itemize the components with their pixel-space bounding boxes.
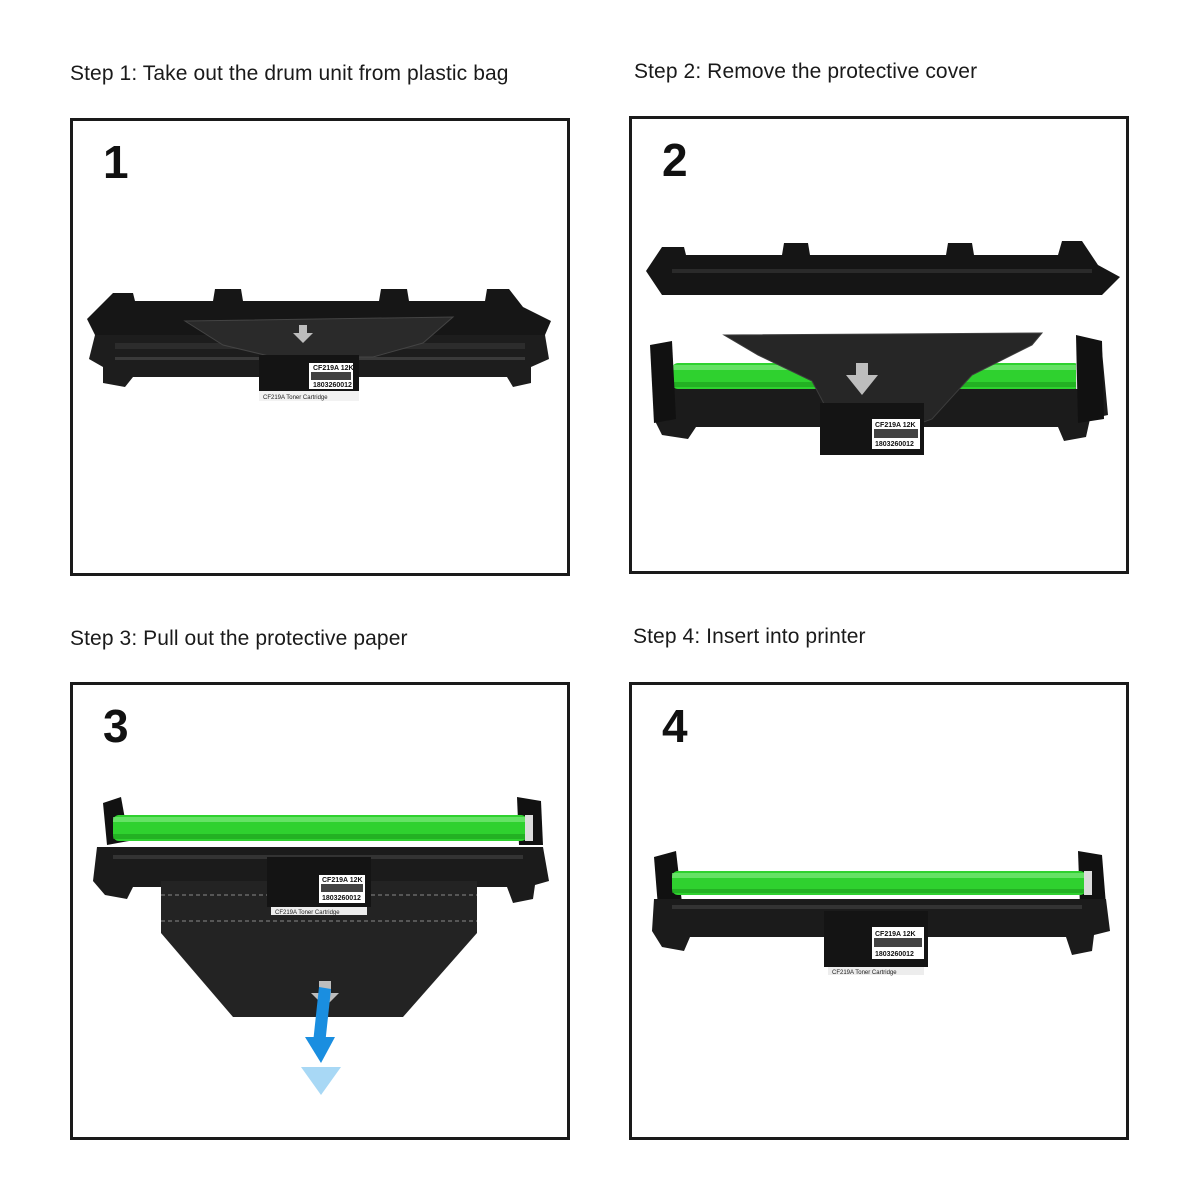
step-2-panel: 2 CF219A 12K 1803260012 [629, 116, 1129, 574]
step-1-number: 1 [103, 136, 129, 188]
step-2-number: 2 [662, 134, 688, 186]
drum-unit-with-cover-illustration: CF219A 12K 1803260012 CF219A Toner Cartr… [87, 289, 551, 401]
step-4-caption: Step 4: Insert into printer [633, 625, 866, 648]
cover-removed-illustration: CF219A 12K 1803260012 [646, 241, 1120, 455]
pull-direction-arrow-icon [301, 987, 341, 1095]
cartridge-serial-label: 1803260012 [322, 895, 361, 902]
step-4-panel: 4 CF219A 12K 1803260012 CF219A Toner Car… [629, 682, 1129, 1140]
step-1-caption: Step 1: Take out the drum unit from plas… [70, 62, 509, 85]
cartridge-product-label: CF219A Toner Cartridge [832, 970, 897, 976]
cartridge-model-label: CF219A 12K [875, 931, 916, 938]
cartridge-model-label: CF219A 12K [875, 422, 916, 429]
cartridge-serial-label: 1803260012 [875, 441, 914, 448]
cartridge-serial-label: 1803260012 [313, 382, 352, 389]
step-4-number: 4 [662, 700, 688, 752]
step-2-caption: Step 2: Remove the protective cover [634, 60, 978, 83]
step-3-number: 3 [103, 700, 129, 752]
step-3-caption: Step 3: Pull out the protective paper [70, 627, 408, 650]
step-1-panel: 1 CF219A 12K 1803260012 CF219A Toner Car… [70, 118, 570, 576]
cartridge-serial-label: 1803260012 [875, 951, 914, 958]
cartridge-model-label: CF219A 12K [313, 365, 354, 372]
cartridge-product-label: CF219A Toner Cartridge [263, 395, 328, 401]
ready-drum-illustration: CF219A 12K 1803260012 CF219A Toner Cartr… [652, 851, 1110, 976]
step-3-panel: 3 CF219A 12K 1803260012 CF219A Toner Car… [70, 682, 570, 1140]
pull-paper-illustration: CF219A 12K 1803260012 CF219A Toner Cartr… [93, 797, 549, 1095]
cartridge-model-label: CF219A 12K [322, 877, 363, 884]
cartridge-product-label: CF219A Toner Cartridge [275, 910, 340, 916]
